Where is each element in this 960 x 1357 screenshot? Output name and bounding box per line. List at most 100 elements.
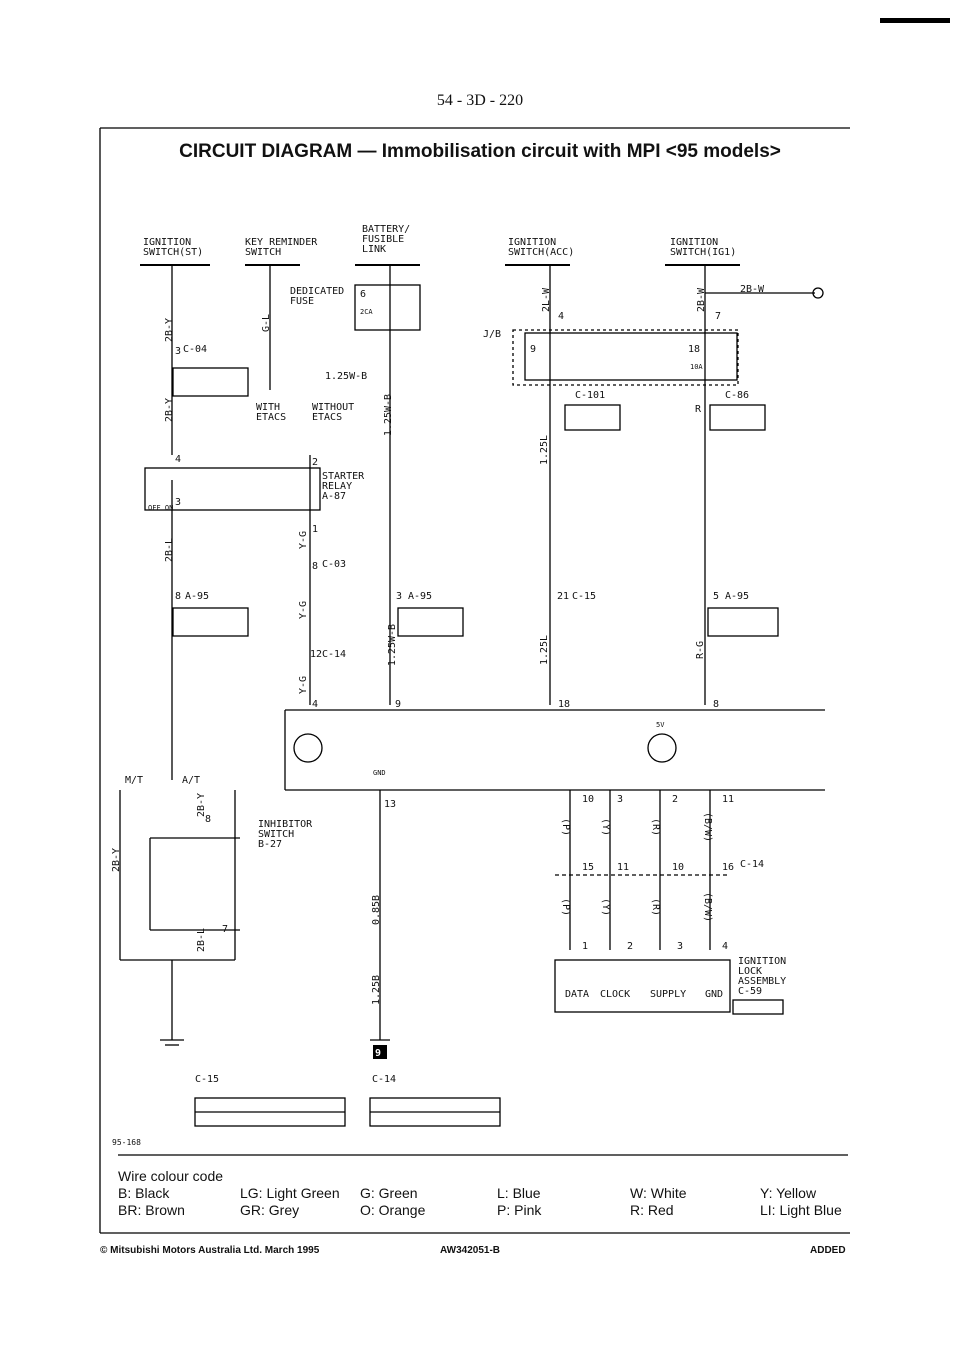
jb-label: J/B	[483, 329, 502, 340]
wire-label: 2B-L	[196, 927, 208, 953]
signal-label: (P)	[560, 817, 572, 837]
pin-label: 3	[175, 346, 182, 357]
pin-label: 3	[677, 941, 684, 952]
footer-doc-code: AW342051-B	[440, 1245, 501, 1256]
footer-status: ADDED	[810, 1245, 846, 1256]
footer-copyright: © Mitsubishi Motors Australia Ltd. March…	[100, 1245, 320, 1256]
connector-a95-1: A-95	[185, 591, 210, 602]
connector-c14-1: C-14	[322, 649, 347, 660]
pin-label: 4	[175, 454, 182, 465]
diagram-title: CIRCUIT DIAGRAM — Immobilisation circuit…	[179, 141, 781, 162]
pin-label: 5	[713, 591, 720, 602]
pin-label: 3	[617, 794, 624, 805]
wire-label: 1.25L	[539, 434, 551, 466]
pin-label: 13	[384, 799, 397, 810]
pin-label: 10A	[690, 363, 703, 371]
wire-label: 2L-W	[541, 287, 553, 313]
mt-label: M/T	[125, 775, 144, 786]
legend-item: BR: Brown	[118, 1202, 185, 1218]
with-etacs-label: WITH ETACS	[256, 402, 287, 423]
connector-c04: C-04	[183, 344, 208, 355]
ground-mark: 9	[375, 1048, 382, 1059]
pin-label: 8	[312, 561, 319, 572]
pin-label: 9	[530, 344, 537, 355]
without-etacs-label: WITHOUT ETACS	[312, 402, 355, 423]
signal-label: (Y)	[600, 817, 612, 837]
pin-label: 4	[558, 311, 565, 322]
legend-col-5: W: White R: Red	[630, 1185, 687, 1219]
pin-label: 3	[396, 591, 403, 602]
pin-label: 2	[312, 457, 319, 468]
wire-label: 2B-Y	[164, 317, 176, 343]
legend-item: W: White	[630, 1185, 687, 1201]
pin-label: 11	[722, 794, 735, 805]
legend-item: O: Orange	[360, 1202, 426, 1218]
connector-c86: C-86	[725, 390, 750, 401]
legend-col-2: LG: Light Green GR: Grey	[240, 1185, 340, 1219]
wire-label: 2B-L	[164, 537, 176, 563]
signal-label: (B/W)	[702, 891, 714, 923]
starter-relay-label: STARTER RELAY A-87	[322, 471, 365, 502]
wire-label: 2B-W	[696, 287, 708, 313]
lock-pin-supply: SUPPLY	[650, 989, 687, 1000]
wire-label: 0.85B	[371, 894, 383, 926]
pin-label: 7	[222, 924, 229, 935]
gnd-label: GND	[373, 769, 386, 777]
ign-st-label: IGNITION SWITCH(ST)	[143, 237, 204, 258]
legend-col-4: L: Blue P: Pink	[497, 1185, 541, 1219]
reference-code: 95-168	[112, 1138, 141, 1147]
wire-label: G-L	[261, 313, 273, 333]
connector-a95-3: A-95	[725, 591, 750, 602]
lock-pin-data: DATA	[565, 989, 590, 1000]
off-on-label: OFF ON	[148, 504, 174, 512]
wire-label: 1.25B	[371, 974, 383, 1006]
wire-label: Y-G	[298, 600, 310, 620]
legend-item: GR: Grey	[240, 1202, 300, 1218]
scan-mark	[880, 18, 950, 23]
wire-label: 1.25W-B	[325, 371, 368, 382]
legend-item: LG: Light Green	[240, 1185, 340, 1201]
ign-acc-label: IGNITION SWITCH(ACC)	[508, 237, 575, 258]
pin-label: 2	[627, 941, 634, 952]
legend-item: B: Black	[118, 1185, 170, 1201]
pin-label: 8	[713, 699, 720, 710]
legend-col-6: Y: Yellow LI: Light Blue	[760, 1185, 842, 1219]
pin-label: 15	[582, 862, 595, 873]
dedicated-fuse-label: DEDICATED FUSE	[290, 286, 345, 307]
page-number: 54 - 3D - 220	[436, 92, 524, 109]
pin-label: 12	[310, 649, 323, 660]
connector-c14-2: C-14	[740, 859, 765, 870]
connector-c101: C-101	[575, 390, 606, 401]
wire-label: R-G	[695, 640, 707, 660]
pin-label: 1	[582, 941, 589, 952]
wire-label: Y-G	[298, 530, 310, 550]
pin-label: 1	[312, 524, 319, 535]
5v-label: 5V	[656, 721, 665, 729]
signal-label: (R)	[650, 817, 662, 837]
legend-item: LI: Light Blue	[760, 1202, 842, 1218]
lock-pin-clock: CLOCK	[600, 989, 631, 1000]
pin-label: 6	[360, 289, 367, 300]
pin-label: 11	[617, 862, 630, 873]
wire-label: Y-G	[298, 675, 310, 695]
key-rem-label: KEY REMINDER SWITCH	[245, 237, 318, 258]
signal-label: (B/W)	[702, 811, 714, 843]
lock-pin-gnd: GND	[705, 989, 724, 1000]
connector-c15-1: C-15	[572, 591, 597, 602]
pin-label: 7	[715, 311, 722, 322]
pin-label: 18	[688, 344, 701, 355]
pin-label: 4	[722, 941, 729, 952]
connector-a95-2: A-95	[408, 591, 433, 602]
legend-item: Y: Yellow	[760, 1185, 817, 1201]
at-label: A/T	[182, 775, 201, 786]
wire-label: 2B-W	[740, 284, 765, 295]
inhibitor-label: INHIBITOR SWITCH B-27	[258, 819, 313, 850]
signal-label: (P)	[560, 897, 572, 917]
wire-label: 1.25W-B	[383, 393, 395, 437]
pin-label: 10	[582, 794, 595, 805]
pin-label: 21	[557, 591, 570, 602]
wire-label: 2B-Y	[111, 847, 123, 873]
pin-label: 8	[175, 591, 182, 602]
pin-label: 4	[312, 699, 319, 710]
